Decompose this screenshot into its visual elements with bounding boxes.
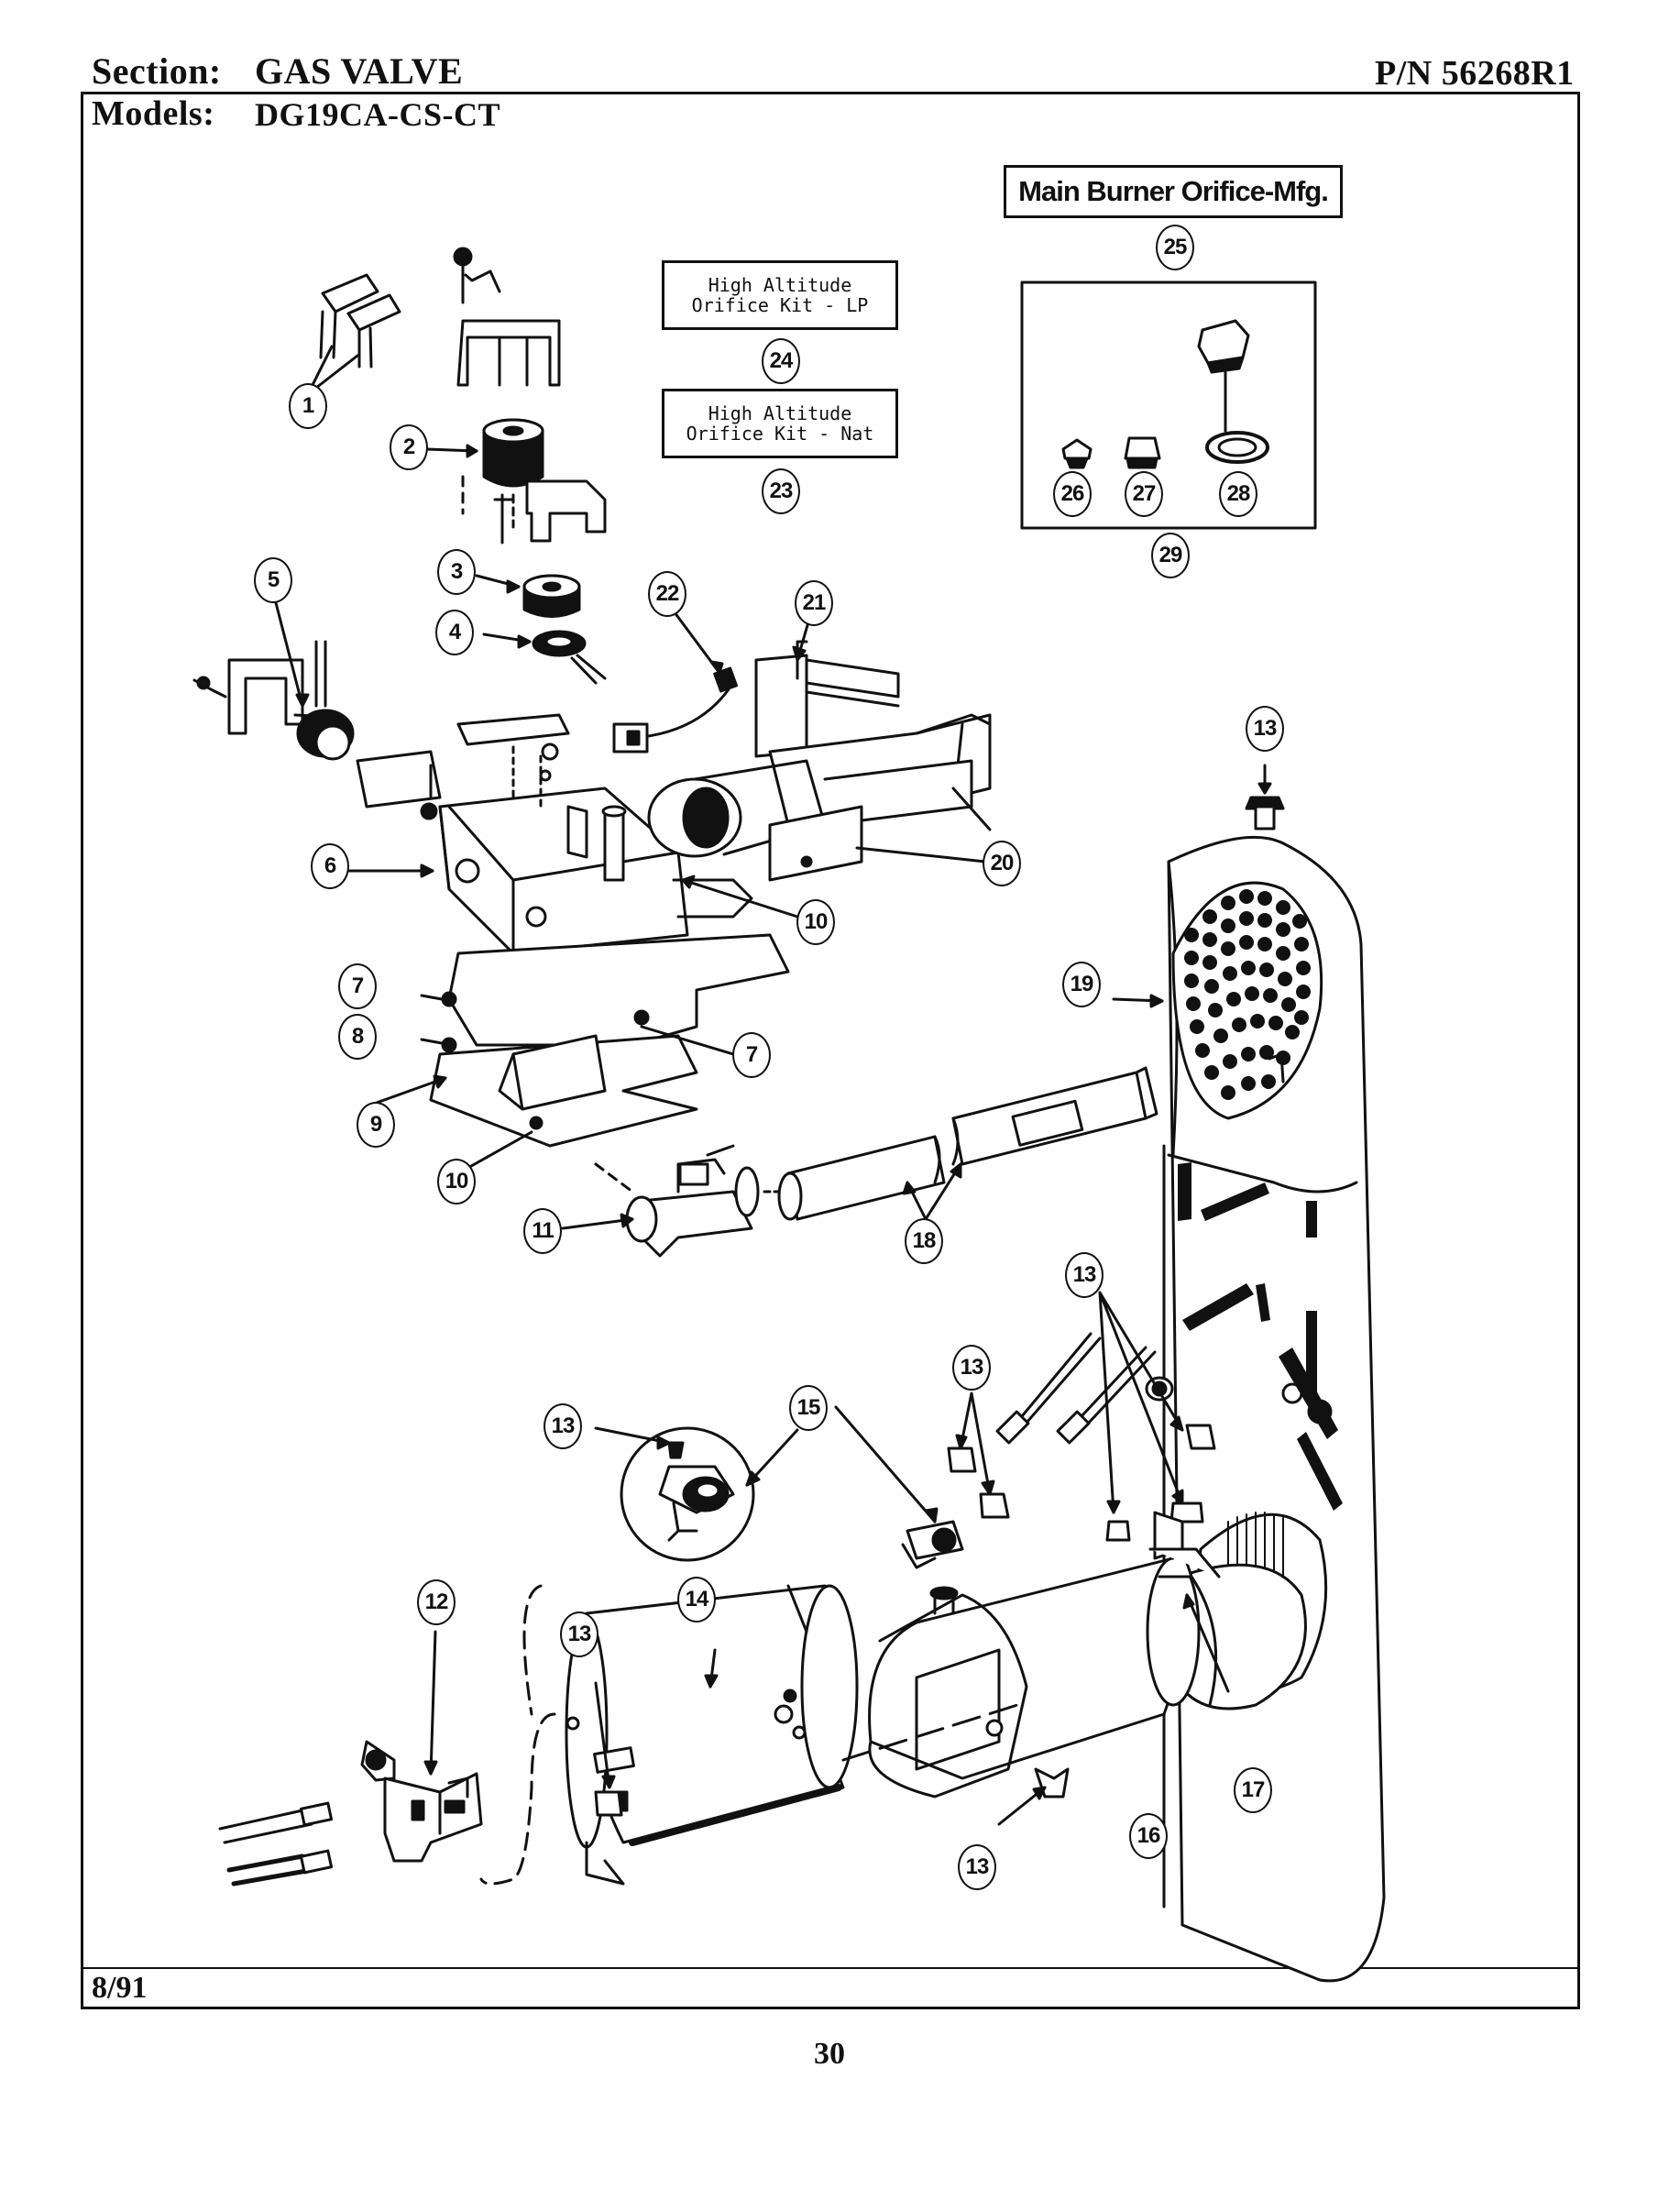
callout-4: 4 bbox=[435, 610, 474, 655]
callout-20: 20 bbox=[983, 841, 1021, 886]
high-altitude-kit-nat-label: High Altitude Orifice Kit - Nat bbox=[662, 389, 898, 458]
models-label: Models: bbox=[92, 94, 215, 133]
housing-screw-top bbox=[1245, 764, 1285, 830]
callout-11: 11 bbox=[523, 1208, 562, 1254]
callout-24: 24 bbox=[762, 338, 800, 384]
callout-13-bottom: 13 bbox=[958, 1844, 996, 1890]
callout-26: 26 bbox=[1053, 471, 1092, 517]
igniter-assembly bbox=[612, 601, 992, 882]
thermostat-wire-leads bbox=[995, 1291, 1216, 1542]
burner-housing bbox=[1112, 835, 1386, 1983]
callout-21: 21 bbox=[795, 580, 833, 626]
part-number: P/N 56268R1 bbox=[1375, 54, 1575, 93]
callout-2: 2 bbox=[390, 424, 428, 470]
callout-3: 3 bbox=[437, 549, 476, 595]
callout-1: 1 bbox=[289, 383, 327, 429]
callout-5: 5 bbox=[254, 557, 292, 603]
revision-date: 8/91 bbox=[92, 1971, 148, 2005]
callout-14: 14 bbox=[677, 1577, 716, 1622]
cycling-thermostat-group bbox=[834, 1392, 1010, 1569]
burner-vent-holes bbox=[1184, 889, 1311, 1100]
callout-23: 23 bbox=[762, 468, 800, 514]
callout-19: 19 bbox=[1062, 962, 1101, 1007]
callout-7-left: 7 bbox=[338, 963, 377, 1009]
orifice-kit-box bbox=[1020, 280, 1317, 530]
callout-13-right: 13 bbox=[1065, 1252, 1104, 1298]
thermostat-inset-detail bbox=[594, 1426, 799, 1562]
orifice-parts-drawing bbox=[1061, 319, 1269, 469]
callout-13-middle: 13 bbox=[952, 1345, 991, 1391]
high-altitude-kit-lp-label: High Altitude Orifice Kit - LP bbox=[662, 260, 898, 330]
shutoff-valve-and-pipe bbox=[561, 1066, 1158, 1258]
callout-25: 25 bbox=[1156, 225, 1194, 270]
callout-15: 15 bbox=[789, 1385, 828, 1431]
callout-13-top: 13 bbox=[1246, 706, 1284, 752]
callout-16: 16 bbox=[1129, 1813, 1168, 1859]
flame-sensor-part bbox=[218, 1630, 483, 1886]
coil-bracket-upper bbox=[453, 247, 561, 515]
callout-10-bottom: 10 bbox=[437, 1159, 476, 1204]
mounting-plate bbox=[372, 933, 790, 1175]
callout-17: 17 bbox=[1234, 1767, 1272, 1813]
burner-liner bbox=[841, 1511, 1218, 1826]
secondary-coil-part bbox=[475, 574, 581, 618]
callout-9: 9 bbox=[357, 1102, 395, 1148]
callout-13-tube: 13 bbox=[560, 1612, 598, 1657]
callout-29: 29 bbox=[1151, 533, 1190, 578]
gas-valve-body bbox=[334, 713, 799, 987]
solenoid-part bbox=[192, 590, 355, 761]
main-burner-orifice-label: Main Burner Orifice-Mfg. bbox=[1004, 165, 1343, 218]
combustion-chamber-tube bbox=[479, 1584, 859, 1886]
coil-bracket-lower bbox=[493, 479, 607, 544]
callout-22: 22 bbox=[648, 571, 686, 617]
callout-13-inset: 13 bbox=[544, 1403, 582, 1449]
callout-28: 28 bbox=[1219, 471, 1257, 517]
callout-6: 6 bbox=[311, 843, 349, 889]
models-value: DG19CA-CS-CT bbox=[255, 96, 501, 133]
callout-7-right: 7 bbox=[732, 1032, 771, 1078]
callout-10-right: 10 bbox=[796, 899, 835, 945]
coil-seal-part bbox=[482, 630, 607, 685]
wire-terminals-part bbox=[306, 273, 401, 396]
coil-part bbox=[425, 418, 544, 529]
diagram-frame bbox=[81, 92, 1580, 2009]
section-value: GAS VALVE bbox=[255, 50, 464, 92]
page-number: 30 bbox=[814, 2037, 845, 2071]
callout-27: 27 bbox=[1125, 471, 1163, 517]
callout-8: 8 bbox=[338, 1014, 377, 1060]
callout-12: 12 bbox=[417, 1579, 456, 1625]
footer-divider bbox=[81, 1967, 1580, 1969]
housing-clamp bbox=[1148, 1547, 1230, 1693]
callout-18: 18 bbox=[905, 1218, 943, 1264]
section-label: Section: bbox=[92, 50, 222, 92]
